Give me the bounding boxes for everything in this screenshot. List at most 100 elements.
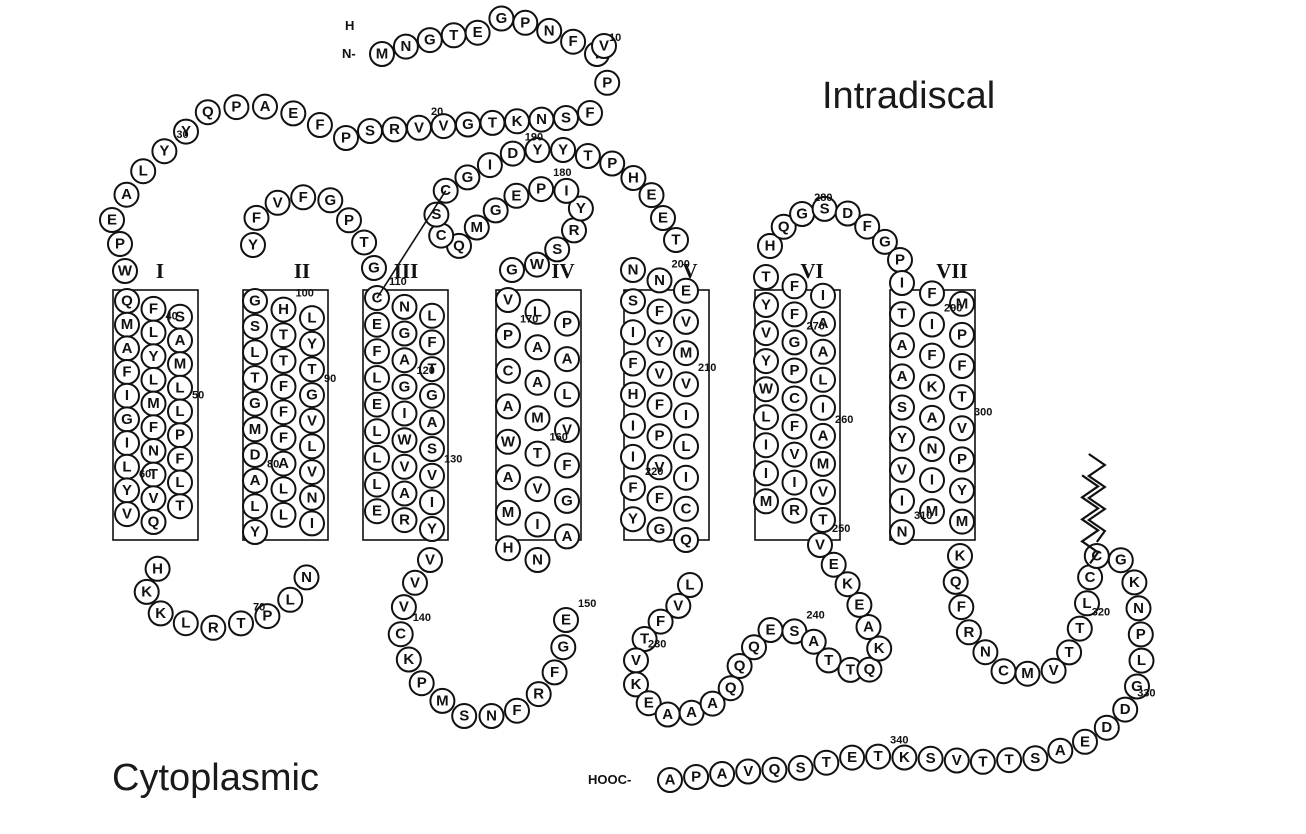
residue: A	[890, 333, 914, 357]
svg-text:P: P	[895, 252, 905, 269]
svg-text:V: V	[599, 38, 609, 55]
residue: P	[684, 765, 708, 789]
residue: L	[555, 383, 579, 407]
svg-text:C: C	[789, 390, 800, 407]
svg-text:P: P	[607, 155, 617, 172]
svg-text:V: V	[503, 292, 513, 309]
svg-text:A: A	[532, 339, 543, 356]
svg-text:R: R	[963, 624, 974, 641]
svg-text:M: M	[436, 692, 449, 709]
svg-text:D: D	[842, 205, 853, 222]
svg-text:F: F	[569, 33, 578, 50]
residue-number-label: 210	[698, 362, 716, 374]
residue: M	[243, 417, 267, 441]
residue: I	[420, 490, 444, 514]
residue: F	[365, 339, 389, 363]
svg-text:A: A	[818, 343, 829, 360]
svg-text:V: V	[673, 597, 683, 614]
svg-text:F: F	[863, 218, 872, 235]
residue-number-label: 170	[520, 314, 538, 326]
svg-text:F: F	[790, 306, 799, 323]
svg-text:G: G	[249, 293, 261, 310]
residue: P	[555, 312, 579, 336]
c-terminus-label: HOOC-	[588, 772, 631, 787]
residue: V	[526, 477, 550, 501]
svg-text:N: N	[307, 489, 318, 506]
svg-text:V: V	[761, 325, 771, 342]
residue: L	[365, 446, 389, 470]
residue-number-label: 240	[806, 609, 824, 621]
residue: T	[576, 144, 600, 168]
svg-text:V: V	[425, 552, 435, 569]
svg-text:F: F	[656, 613, 665, 630]
residue-number-label: 20	[431, 106, 443, 118]
residue: P	[496, 324, 520, 348]
svg-text:L: L	[149, 371, 158, 388]
svg-text:T: T	[488, 114, 497, 131]
svg-text:T: T	[978, 753, 987, 770]
svg-text:M: M	[817, 455, 830, 472]
residue: A	[857, 615, 881, 639]
svg-text:L: L	[175, 474, 184, 491]
svg-text:A: A	[503, 469, 514, 486]
residue: P	[888, 248, 912, 272]
svg-text:A: A	[1055, 742, 1066, 759]
svg-text:N: N	[536, 111, 547, 128]
residue: M	[496, 501, 520, 525]
residue: R	[562, 218, 586, 242]
residue: L	[420, 304, 444, 328]
cytoplasmic-label: Cytoplasmic	[112, 757, 319, 799]
residue: L	[174, 611, 198, 635]
residue: G	[362, 256, 386, 280]
residue: S	[452, 704, 476, 728]
residue: S	[420, 437, 444, 461]
svg-text:D: D	[250, 447, 261, 464]
svg-text:V: V	[789, 446, 799, 463]
svg-text:E: E	[372, 316, 382, 333]
residue: D	[501, 142, 525, 166]
residue: V	[890, 458, 914, 482]
svg-text:Q: Q	[734, 658, 746, 675]
residue: Q	[142, 510, 166, 534]
svg-text:F: F	[655, 303, 664, 320]
residue: A	[526, 371, 550, 395]
residue: K	[920, 375, 944, 399]
residue: Y	[115, 478, 139, 502]
residue: L	[674, 435, 698, 459]
svg-text:S: S	[789, 623, 799, 640]
svg-text:A: A	[532, 374, 543, 391]
svg-text:R: R	[389, 121, 400, 138]
helix-label-4: IV	[551, 259, 574, 283]
residue: F	[272, 375, 296, 399]
residue-number-label: 40	[166, 311, 178, 323]
residue: P	[224, 95, 248, 119]
residue: M	[674, 341, 698, 365]
svg-text:T: T	[1075, 620, 1084, 637]
svg-text:R: R	[399, 512, 410, 529]
residue-number-label: 60	[139, 468, 151, 480]
svg-text:V: V	[273, 194, 283, 211]
residue: A	[168, 329, 192, 353]
residue: V	[496, 288, 520, 312]
residue: P	[529, 177, 553, 201]
residue: S	[890, 396, 914, 420]
svg-text:Y: Y	[122, 482, 132, 499]
residue: K	[149, 601, 173, 625]
residue: E	[365, 393, 389, 417]
svg-text:F: F	[149, 300, 158, 317]
svg-text:F: F	[790, 278, 799, 295]
svg-text:F: F	[372, 343, 381, 360]
residue: Q	[719, 676, 743, 700]
svg-text:N: N	[532, 552, 543, 569]
svg-text:M: M	[956, 513, 969, 530]
residue: N	[621, 258, 645, 282]
svg-text:L: L	[175, 379, 184, 396]
svg-text:P: P	[175, 427, 185, 444]
svg-text:S: S	[1030, 750, 1040, 767]
residue: I	[811, 284, 835, 308]
residue: A	[115, 183, 139, 207]
residue: P	[1129, 622, 1153, 646]
helix-label-3: III	[394, 259, 419, 283]
svg-text:W: W	[118, 263, 133, 280]
residue: G	[489, 7, 513, 31]
